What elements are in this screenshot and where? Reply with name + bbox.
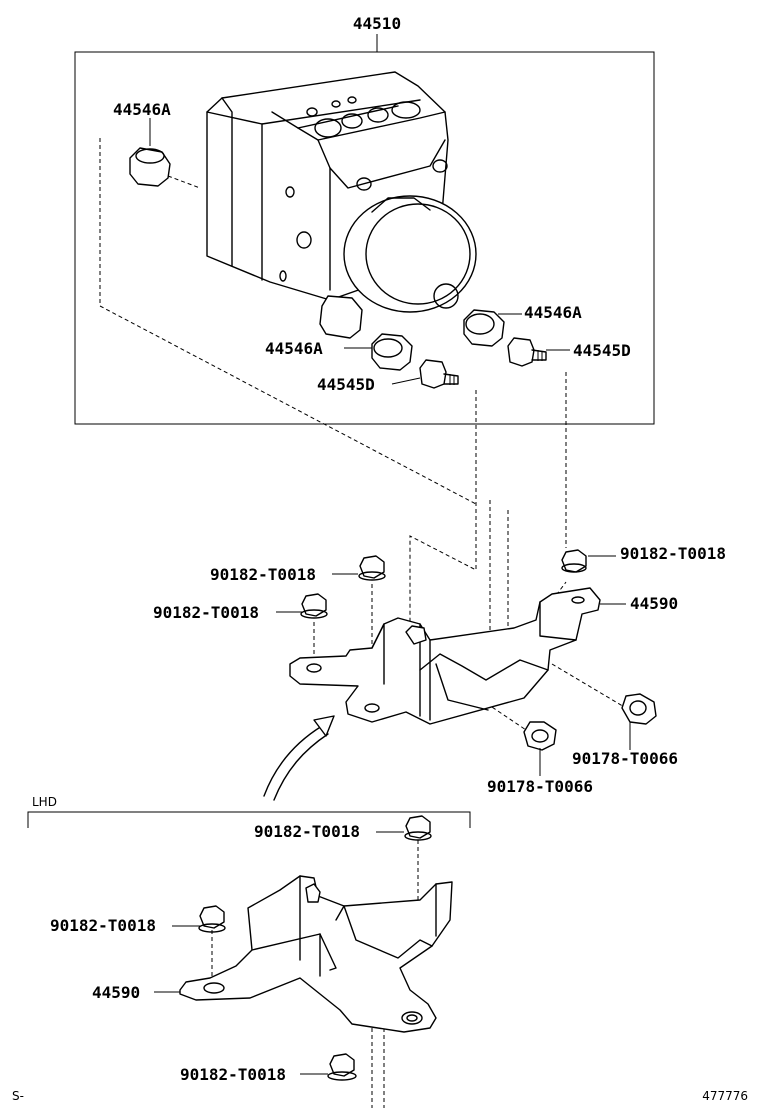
leader-44545d-left [391, 377, 421, 385]
label-90182-lhd2[interactable]: 90182-T0018 [50, 916, 156, 935]
bolt-90182-upper-left2[interactable] [300, 593, 328, 619]
curved-arrow [263, 715, 335, 801]
stud-44545d-left[interactable] [419, 359, 459, 389]
bracket-44590-upper[interactable] [289, 587, 601, 725]
assembly-frame [74, 51, 655, 425]
label-90178-r[interactable]: 90178-T0066 [572, 749, 678, 768]
label-90182-lhd3[interactable]: 90182-T0018 [180, 1065, 286, 1084]
nut-90178-bottom[interactable] [523, 721, 557, 751]
label-90178-b[interactable]: 90178-T0066 [487, 777, 593, 796]
label-90182-l2[interactable]: 90182-T0018 [153, 603, 259, 622]
stud-44545d-right[interactable] [507, 337, 547, 367]
label-44546a-top[interactable]: 44546A [113, 100, 171, 119]
cap-44546a-right[interactable] [463, 309, 505, 347]
label-44510[interactable]: 44510 [353, 14, 401, 33]
bolt-90182-lhd1[interactable] [404, 815, 432, 841]
abs-actuator[interactable] [206, 71, 477, 339]
corner-code-left: S- [12, 1089, 24, 1103]
bolt-90182-lhd2[interactable] [198, 905, 226, 933]
nut-90178-right[interactable] [621, 693, 657, 725]
cap-44546a-left[interactable] [371, 333, 413, 371]
bolt-90182-lhd3[interactable] [327, 1053, 357, 1081]
label-44590-lhd[interactable]: 44590 [92, 983, 140, 1002]
cap-44546a-top[interactable] [129, 147, 171, 187]
label-90182-r1[interactable]: 90182-T0018 [620, 544, 726, 563]
label-90182-l1[interactable]: 90182-T0018 [210, 565, 316, 584]
label-44545d-left[interactable]: 44545D [317, 375, 375, 394]
label-90182-lhd1[interactable]: 90182-T0018 [254, 822, 360, 841]
label-44546a-right[interactable]: 44546A [524, 303, 582, 322]
label-44546a-left[interactable]: 44546A [265, 339, 323, 358]
label-lhd[interactable]: LHD [32, 795, 57, 809]
diagram-number: 477776 [702, 1089, 748, 1103]
bracket-44590-lhd[interactable] [179, 875, 453, 1033]
lhd-bracket-line [27, 811, 471, 828]
bolt-90182-upper-left1[interactable] [358, 555, 386, 581]
bolt-90182-upper-right[interactable] [561, 549, 587, 573]
label-44590-top[interactable]: 44590 [630, 594, 678, 613]
label-44545d-right[interactable]: 44545D [573, 341, 631, 360]
